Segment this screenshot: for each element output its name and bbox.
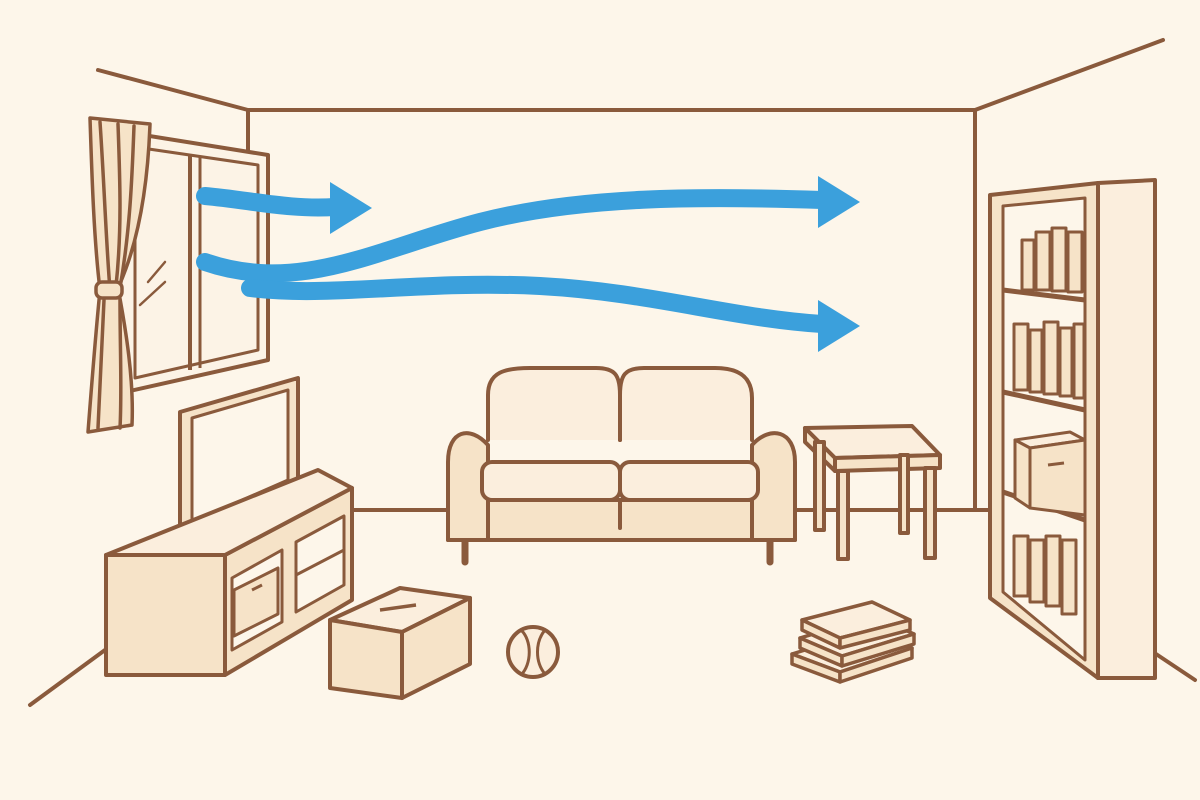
books-bottom-shelf [1012,534,1078,616]
book-stack [790,600,916,684]
airflow-arrows [196,176,860,352]
storage-box-shelf [1013,430,1087,517]
airflow-arrow-bottom [241,275,860,352]
tv-stand [104,468,354,677]
bookshelf [988,178,1157,680]
cardboard-box [328,586,472,700]
curtain [86,116,152,434]
airflow-arrow-middle [196,176,860,283]
books-second-shelf [1012,320,1086,400]
books-top-shelf [1020,226,1084,294]
airflow-arrow-top [196,182,372,234]
sofa [446,366,797,566]
ball [506,625,560,679]
side-table [803,424,942,561]
